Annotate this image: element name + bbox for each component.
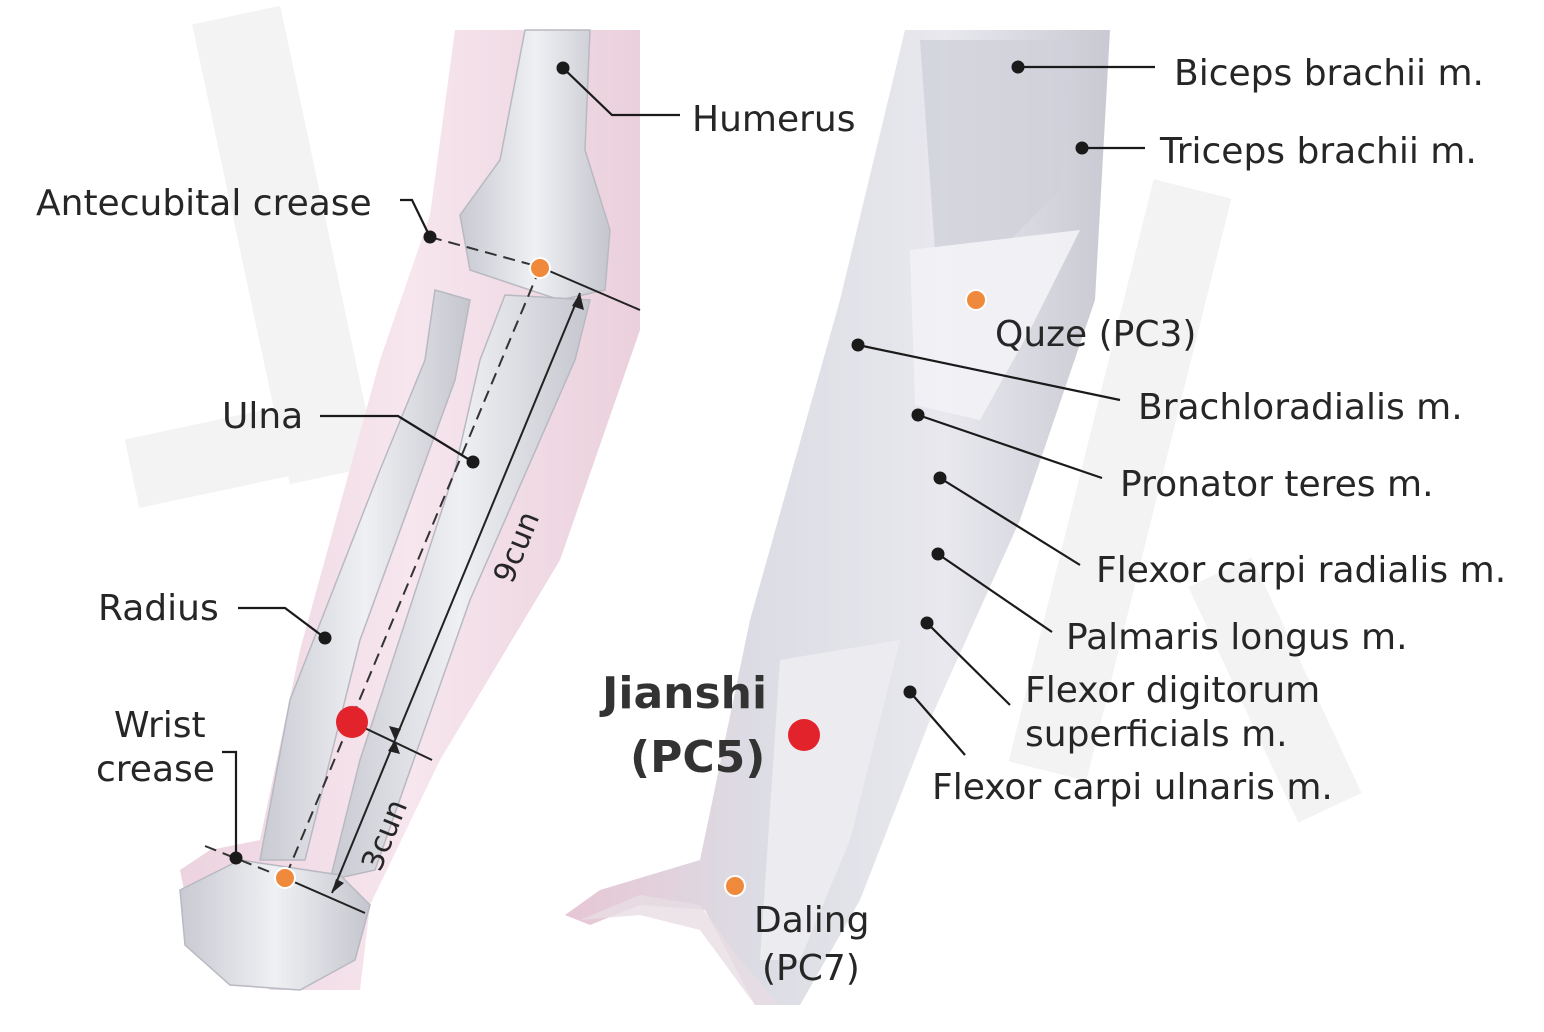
- daling-label-line1: Daling: [754, 900, 869, 941]
- ulna-label: Ulna: [222, 396, 303, 437]
- pronator-leader: [917, 413, 1103, 480]
- biceps-region: [920, 40, 1075, 250]
- wrist-crease-line: [204, 845, 286, 879]
- jianshi-code: (PC5): [630, 732, 765, 783]
- elbow-reference-line: [539, 266, 641, 311]
- fds-label-line2: superficials m.: [1025, 714, 1288, 755]
- arrow-mid-down: [388, 740, 400, 754]
- radius-leader: [238, 606, 326, 639]
- daling-point-right: [724, 875, 746, 897]
- jianshi-name: Jianshi: [599, 668, 767, 719]
- humerus-marker: [556, 61, 570, 75]
- fcu-leader: [909, 691, 966, 756]
- antecubital-crease-line: [429, 236, 541, 268]
- right-forearm-illustration: Biceps brachii m. Triceps brachii m. Quz…: [565, 30, 1506, 1005]
- wrist-reference-line: [284, 877, 366, 914]
- fcr-leader: [939, 477, 1081, 566]
- left-forearm-illustration: 9cun 3cun Humerus Antecubital crease Uln…: [36, 29, 855, 991]
- radius-marker: [318, 631, 332, 645]
- tendons-region: [760, 640, 900, 960]
- arrow-top: [572, 293, 584, 310]
- measure-3cun-line: [331, 739, 396, 894]
- radius-bone: [259, 289, 471, 861]
- fcr-label: Flexor carpi radialis m.: [1096, 550, 1506, 591]
- left-carpal-bones: [179, 859, 371, 991]
- right-hand-outline: [580, 895, 780, 1005]
- palmaris-marker: [931, 547, 945, 561]
- triceps-marker: [1075, 141, 1089, 155]
- fds-label-line1: Flexor digitorum: [1025, 670, 1320, 711]
- fcr-marker: [933, 471, 947, 485]
- pronator-marker: [911, 408, 925, 422]
- brachio-label: Brachloradialis m.: [1138, 387, 1463, 428]
- daling-point-left: [274, 867, 296, 889]
- elbow-wrist-dashed-line: [284, 267, 541, 879]
- quze-point-left: [529, 257, 551, 279]
- daling-label-line2: (PC7): [762, 948, 860, 989]
- watermark: [124, 5, 1362, 823]
- ulna-marker: [466, 455, 480, 469]
- radius-label: Radius: [98, 588, 219, 629]
- fcu-marker: [903, 685, 917, 699]
- wrist-crease-leader: [222, 750, 238, 858]
- quze-label: Quze (PC3): [995, 314, 1196, 355]
- brachio-marker: [851, 338, 865, 352]
- wrist-crease-marker: [229, 851, 243, 865]
- arrow-bottom: [332, 879, 344, 893]
- palmaris-label: Palmaris longus m.: [1066, 617, 1408, 658]
- ulna-leader: [320, 414, 474, 463]
- measure-9cun-line: [394, 292, 581, 741]
- antecubital-label: Antecubital crease: [36, 183, 372, 224]
- brachio-leader: [857, 343, 1121, 402]
- antecubital-leader: [400, 198, 431, 238]
- triceps-label: Triceps brachii m.: [1159, 131, 1477, 172]
- fds-leader: [926, 622, 1011, 706]
- jianshi-point-right: [788, 719, 820, 751]
- wrist-crease-label-line2: crease: [96, 749, 215, 790]
- humerus-leader: [562, 67, 680, 117]
- quze-point-right: [965, 289, 987, 311]
- fcu-label: Flexor carpi ulnaris m.: [932, 767, 1333, 808]
- fds-marker: [920, 616, 934, 630]
- humerus-label: Humerus: [692, 99, 855, 140]
- aponeurosis-region: [910, 230, 1080, 420]
- wrist-crease-label-line1: Wrist: [114, 705, 206, 746]
- jianshi-point-left: [336, 706, 368, 738]
- arrow-mid-up: [389, 726, 401, 740]
- biceps-label: Biceps brachii m.: [1174, 53, 1484, 94]
- palmaris-leader: [937, 553, 1053, 633]
- biceps-marker: [1011, 60, 1025, 74]
- antecubital-marker: [423, 230, 437, 244]
- pronator-label: Pronator teres m.: [1120, 464, 1434, 505]
